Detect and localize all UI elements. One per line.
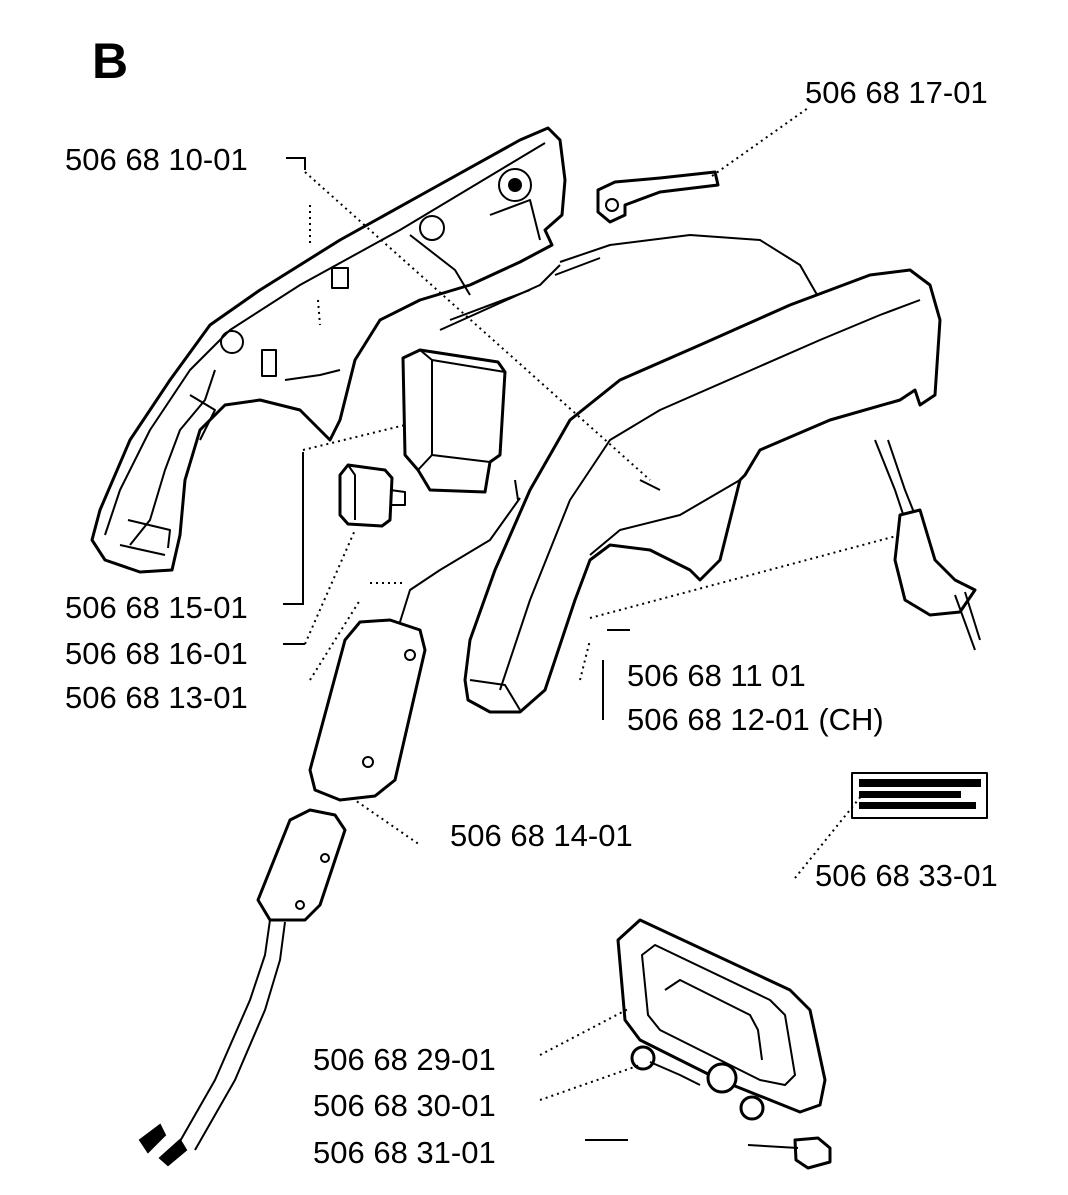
capacitor-drawing [308,479,521,802]
part-label-506-68-14-01: 506 68 14-01 [450,818,633,853]
leader-lines [283,107,901,1149]
handle-housing-drawing [90,126,821,574]
part-label-506-68-11-01: 506 68 11 01 [627,658,806,693]
part-label-506-68-10-01: 506 68 10-01 [65,142,248,177]
plug-drawing [874,439,981,651]
switch-drawing [401,348,507,494]
part-label-506-68-12-01: 506 68 12-01 (CH) [627,702,884,737]
part-label-506-68-13-01: 506 68 13-01 [65,680,248,715]
label-sticker-drawing [851,772,988,819]
part-label-506-68-29-01: 506 68 29-01 [313,1042,496,1077]
part-label-506-68-33-01: 506 68 33-01 [815,858,998,893]
small-switch-drawing [338,463,406,528]
part-label-506-68-15-01: 506 68 15-01 [65,590,248,625]
bracket-drawing [596,170,720,224]
grip-drawing [616,918,832,1170]
part-label-506-68-17-01: 506 68 17-01 [805,75,988,110]
part-label-506-68-30-01: 506 68 30-01 [313,1088,496,1123]
part-label-506-68-16-01: 506 68 16-01 [65,636,248,671]
part-label-506-68-31-01: 506 68 31-01 [313,1135,496,1170]
connector-drawing [138,808,347,1167]
section-letter: B [92,33,128,89]
handle-cover-drawing [463,268,942,714]
